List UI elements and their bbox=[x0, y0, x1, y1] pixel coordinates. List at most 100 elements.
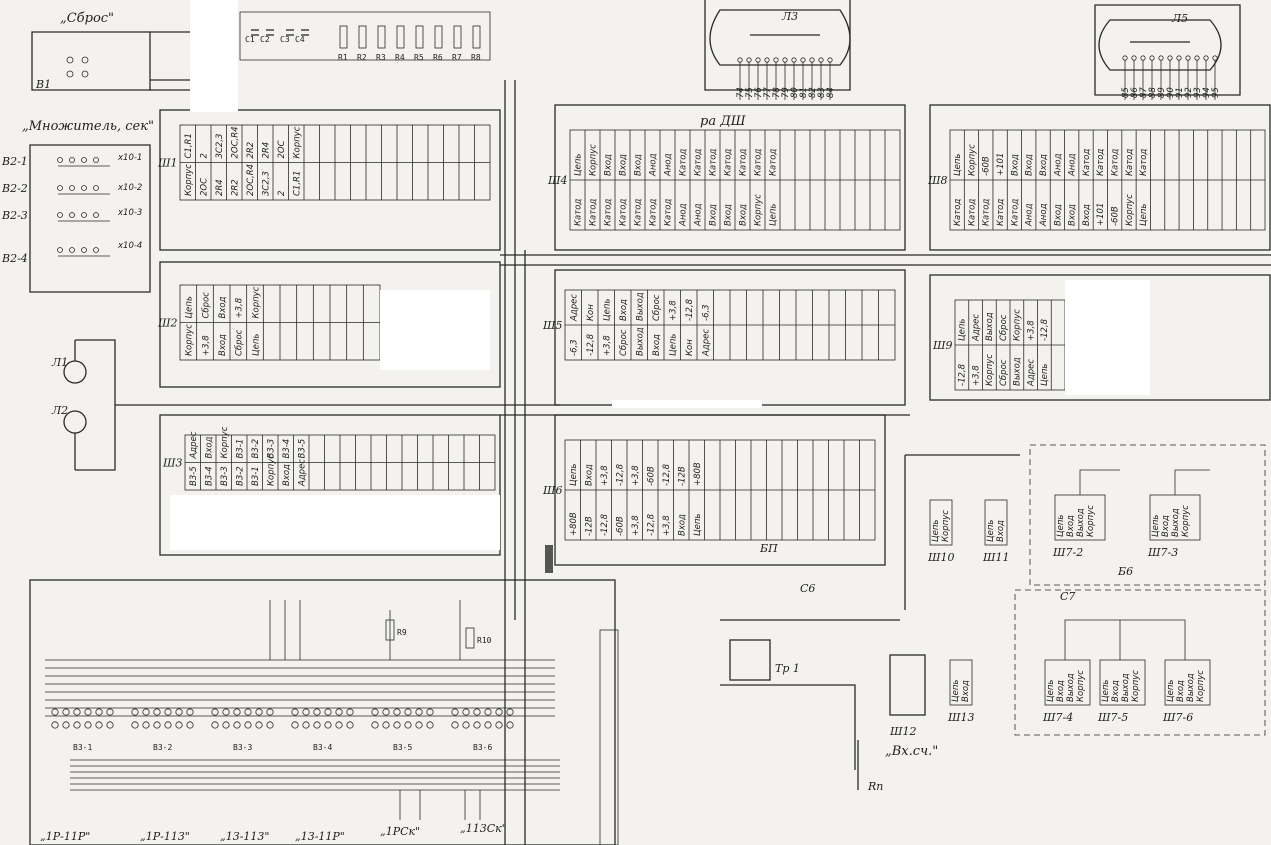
wire-number: 85 bbox=[1121, 87, 1131, 98]
conn-cell-top: -12В bbox=[677, 466, 687, 486]
conn-cell-bottom: В3-5 bbox=[189, 466, 199, 486]
conn-cell-bottom: Корпус bbox=[985, 354, 995, 386]
label-bottom-4: „13-11Р" bbox=[295, 830, 345, 843]
wire-number: 76 bbox=[754, 87, 764, 98]
wire-number: 81 bbox=[799, 87, 809, 98]
conn-cell-bottom: +3,8 bbox=[631, 515, 641, 536]
wire-number: 88 bbox=[1148, 87, 1158, 98]
b3-contact bbox=[175, 721, 183, 729]
conn-cell-top: Цепь bbox=[953, 154, 963, 176]
conn-cell-bottom: Вход bbox=[282, 464, 292, 486]
tube-pin bbox=[755, 57, 761, 63]
conn-cell-top: Корпус bbox=[1013, 309, 1023, 341]
conn-cell-top: Корпус bbox=[967, 144, 977, 176]
b3-contact bbox=[186, 708, 194, 716]
conn-cell-top: -12,8 bbox=[662, 463, 672, 486]
small-conn-text: Выход bbox=[1171, 508, 1181, 537]
small-conn-label: Ш7-2 bbox=[1052, 546, 1083, 559]
wire-number: 77 bbox=[763, 87, 773, 98]
conn-cell-bottom: 2ОС bbox=[199, 178, 209, 196]
sh8-frame bbox=[929, 104, 1271, 251]
b3-contact bbox=[495, 721, 503, 729]
b3-label: В3-1 bbox=[73, 743, 92, 752]
conn-cell-bottom: Цепь bbox=[251, 334, 261, 356]
conn-cell-top: +3,8 bbox=[631, 465, 641, 486]
b3-contact bbox=[415, 708, 423, 716]
switch-contact bbox=[81, 185, 87, 191]
b3-contact bbox=[371, 708, 379, 716]
conn-cell-top: Вход bbox=[1039, 154, 1049, 176]
conn-cell-bottom: -60В bbox=[615, 516, 625, 536]
switch-contact bbox=[81, 247, 87, 253]
b3-contact bbox=[335, 721, 343, 729]
conn-cell-bottom: Сброс bbox=[619, 329, 629, 356]
tube-pin bbox=[1131, 55, 1137, 61]
label-bottom-5: „1РСк" bbox=[380, 825, 420, 838]
label-l2: Л2 bbox=[51, 404, 68, 417]
conn-cell-top: -12,8 bbox=[615, 463, 625, 486]
b3-contact bbox=[255, 721, 263, 729]
small-conn-text: Выход bbox=[1121, 673, 1131, 702]
b3-contact bbox=[291, 708, 299, 716]
conn-cell-top: -12,8 bbox=[685, 298, 695, 321]
label-b2-4: В2-4 bbox=[1, 252, 28, 265]
b3-label: В3-5 bbox=[393, 743, 412, 752]
conn-cell-bottom: Цепь bbox=[1040, 364, 1050, 386]
conn-cell-bottom: +3,8 bbox=[603, 335, 613, 356]
label-x10-4: x10-4 bbox=[117, 241, 142, 251]
conn-cell-bottom: Корпус bbox=[185, 324, 195, 356]
small-conn-box bbox=[1164, 659, 1211, 706]
conn-cell-bottom: Катод bbox=[996, 199, 1006, 226]
wire-number: 86 bbox=[1130, 87, 1140, 98]
b3-contact bbox=[153, 708, 161, 716]
conn-cell-bottom: 2R4 bbox=[215, 179, 225, 196]
sh1-frame bbox=[159, 109, 501, 251]
conn-cell-top: Корпус bbox=[292, 126, 302, 158]
conn-label: Ш6 bbox=[542, 484, 563, 497]
label-b6: Б6 bbox=[1117, 565, 1133, 578]
b3-contact bbox=[62, 721, 70, 729]
cap-label: C1 bbox=[245, 35, 255, 44]
conn-cell-top: -60В bbox=[646, 466, 656, 486]
b3-contact bbox=[313, 708, 321, 716]
resistor-body bbox=[453, 25, 462, 49]
wire-number: 91 bbox=[1175, 87, 1185, 98]
conn-cell-top: -12,8 bbox=[1040, 318, 1050, 341]
conn-cell-bottom: Анод bbox=[679, 203, 689, 227]
b3-contact bbox=[302, 708, 310, 716]
conn-label: Ш8 bbox=[927, 174, 948, 187]
switch-contact bbox=[69, 247, 75, 253]
switch-contact bbox=[57, 212, 63, 218]
resistor-label: R4 bbox=[395, 53, 405, 62]
small-conn-text: Цепь bbox=[1166, 680, 1176, 702]
switch-contact bbox=[93, 247, 99, 253]
conn-cell-bottom: Выход bbox=[1013, 357, 1023, 386]
b3-contact bbox=[382, 708, 390, 716]
b3-contact bbox=[495, 708, 503, 716]
conn-cell-top: Цепь bbox=[603, 299, 613, 321]
resistor-label: R2 bbox=[357, 53, 367, 62]
small-conn-text: Цепь bbox=[931, 520, 941, 542]
conn-cell-bottom: В3-3 bbox=[220, 466, 230, 486]
b3-contact bbox=[62, 708, 70, 716]
conn-cell-top: 2 bbox=[199, 153, 209, 158]
small-conn-label: Ш7-4 bbox=[1042, 711, 1073, 724]
tube-pin bbox=[1158, 55, 1164, 61]
wire-number: 90 bbox=[1166, 87, 1176, 98]
label-r10: R10 bbox=[477, 636, 492, 645]
conn-cell-top: -6,3 bbox=[702, 304, 712, 321]
conn-cell-bottom: Вход bbox=[1068, 204, 1078, 226]
conn-cell-top: Анод bbox=[649, 153, 659, 177]
conn-cell-bottom: Катод bbox=[574, 199, 584, 226]
conn-cell-bottom: +80В bbox=[569, 512, 579, 536]
conn-cell-top: Катод bbox=[1139, 149, 1149, 176]
b3-contact bbox=[73, 708, 81, 716]
resistor-body bbox=[434, 25, 443, 49]
resistor-body bbox=[377, 25, 386, 49]
small-conn-text: Вход bbox=[1066, 515, 1076, 537]
conn-cell-top: Вход bbox=[204, 436, 214, 458]
conn-cell-bottom: Вход bbox=[677, 514, 687, 536]
conn-cell-bottom: Цепь bbox=[1139, 204, 1149, 226]
